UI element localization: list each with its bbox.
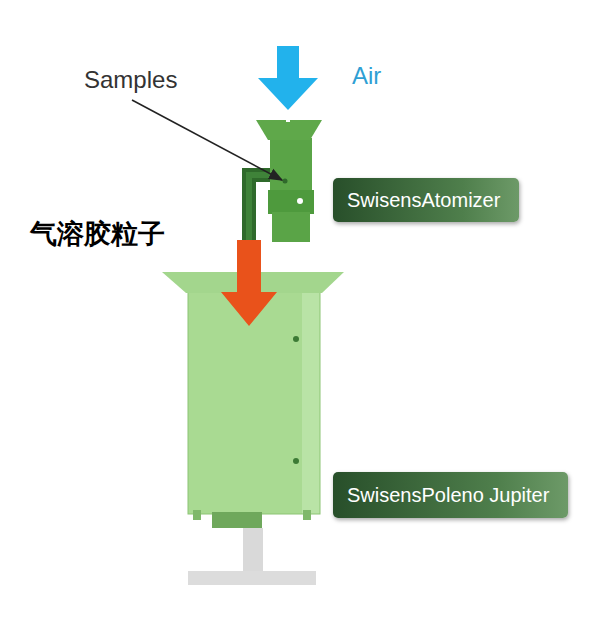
box-label: SwisensAtomizer [333, 189, 514, 212]
atomizer-port [283, 179, 288, 184]
label-box: SwisensPoleno Jupiter [333, 472, 568, 518]
poleno-side [302, 292, 320, 514]
poleno-dot [293, 458, 299, 464]
poleno-outline [188, 292, 320, 514]
atomizer-stem [286, 108, 290, 122]
atomizer-dot [297, 198, 303, 204]
box-label: SwisensPoleno Jupiter [333, 484, 563, 507]
atomizer-lower [272, 212, 310, 242]
poleno-dot [293, 336, 299, 342]
stand-post [243, 528, 263, 576]
poleno-foot [303, 510, 311, 520]
label-box: SwisensAtomizer [333, 178, 519, 222]
leader-line [132, 100, 282, 180]
text-label: Air [352, 62, 381, 90]
poleno-foot [193, 510, 201, 520]
aerosol-arrow [221, 240, 277, 326]
stand-base [188, 571, 316, 585]
poleno-body [188, 292, 320, 514]
atomizer-band [268, 190, 314, 214]
atomizer-funnel [256, 120, 322, 140]
atomizer-body [270, 138, 312, 196]
text-label: Samples [84, 66, 177, 94]
poleno-outlet [212, 512, 262, 528]
text-label: 气溶胶粒子 [30, 216, 165, 252]
air-arrow [258, 46, 318, 110]
